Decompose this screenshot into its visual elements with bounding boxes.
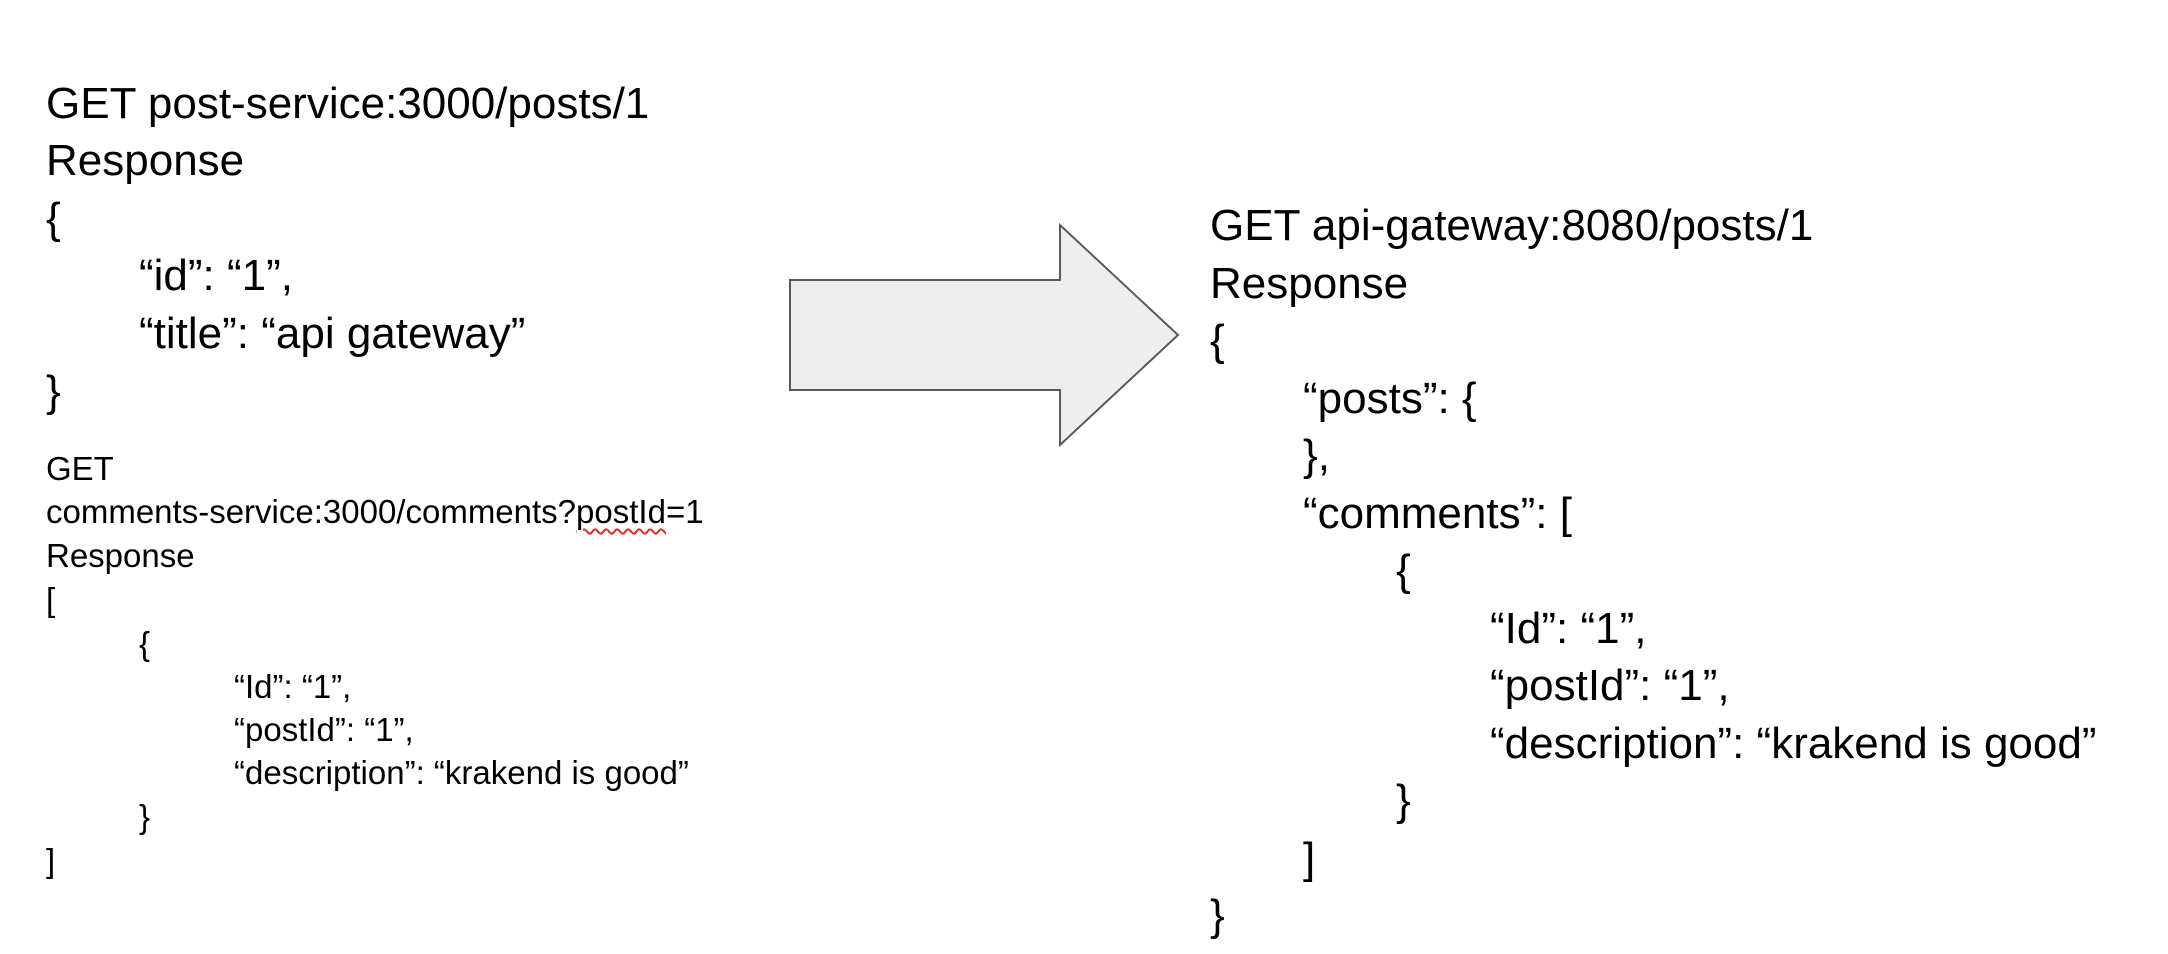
comments-service-response-label: Response — [46, 537, 195, 574]
api-gateway-posts-key: “posts”: { — [1303, 374, 1477, 423]
comments-service-close-brace: } — [139, 798, 151, 835]
api-gateway-field-post-id: “postId”: “1”, — [1490, 661, 1730, 710]
comments-service-close-bracket: ] — [46, 842, 56, 879]
comments-service-open-brace: { — [139, 625, 151, 662]
comments-service-method: GET — [46, 450, 114, 487]
post-service-close-brace: } — [46, 367, 61, 416]
api-gateway-comment-open: { — [1396, 546, 1411, 595]
api-gateway-field-id: “Id”: “1”, — [1490, 604, 1647, 653]
comments-service-field-post-id: “postId”: “1”, — [234, 711, 414, 748]
api-gateway-posts-close: }, — [1303, 431, 1330, 480]
right-arrow-shape — [789, 222, 1180, 448]
comments-service-url-suffix: =1 — [665, 493, 704, 530]
post-service-response-label: Response — [46, 136, 245, 185]
api-gateway-response-label: Response — [1210, 259, 1409, 308]
api-gateway-request: GET api-gateway:8080/posts/1 — [1210, 201, 1814, 250]
api-gateway-close-brace: } — [1210, 891, 1225, 940]
post-service-request: GET post-service:3000/posts/1 — [46, 79, 650, 128]
comments-service-field-description: “description”: “krakend is good” — [234, 754, 689, 791]
comments-service-open-bracket: [ — [46, 581, 56, 618]
api-gateway-field-description: “description”: “krakend is good” — [1490, 719, 2097, 768]
api-gateway-comments-close: ] — [1303, 834, 1316, 883]
api-gateway-open-brace: { — [1210, 316, 1225, 365]
comments-service-field-id: “Id”: “1”, — [234, 668, 352, 705]
api-gateway-comments-key: “comments”: [ — [1303, 489, 1572, 538]
post-service-open-brace: { — [46, 194, 61, 243]
post-service-field-id: “id”: “1”, — [139, 251, 293, 300]
comments-service-url: comments-service:3000/comments?postId=1 — [46, 495, 704, 528]
comments-service-url-param: postId — [576, 493, 666, 530]
post-service-field-title: “title”: “api gateway” — [139, 309, 526, 358]
comments-service-url-prefix: comments-service:3000/comments? — [46, 493, 577, 530]
right-arrow-icon — [789, 222, 1180, 448]
api-gateway-comment-close: } — [1396, 776, 1411, 825]
